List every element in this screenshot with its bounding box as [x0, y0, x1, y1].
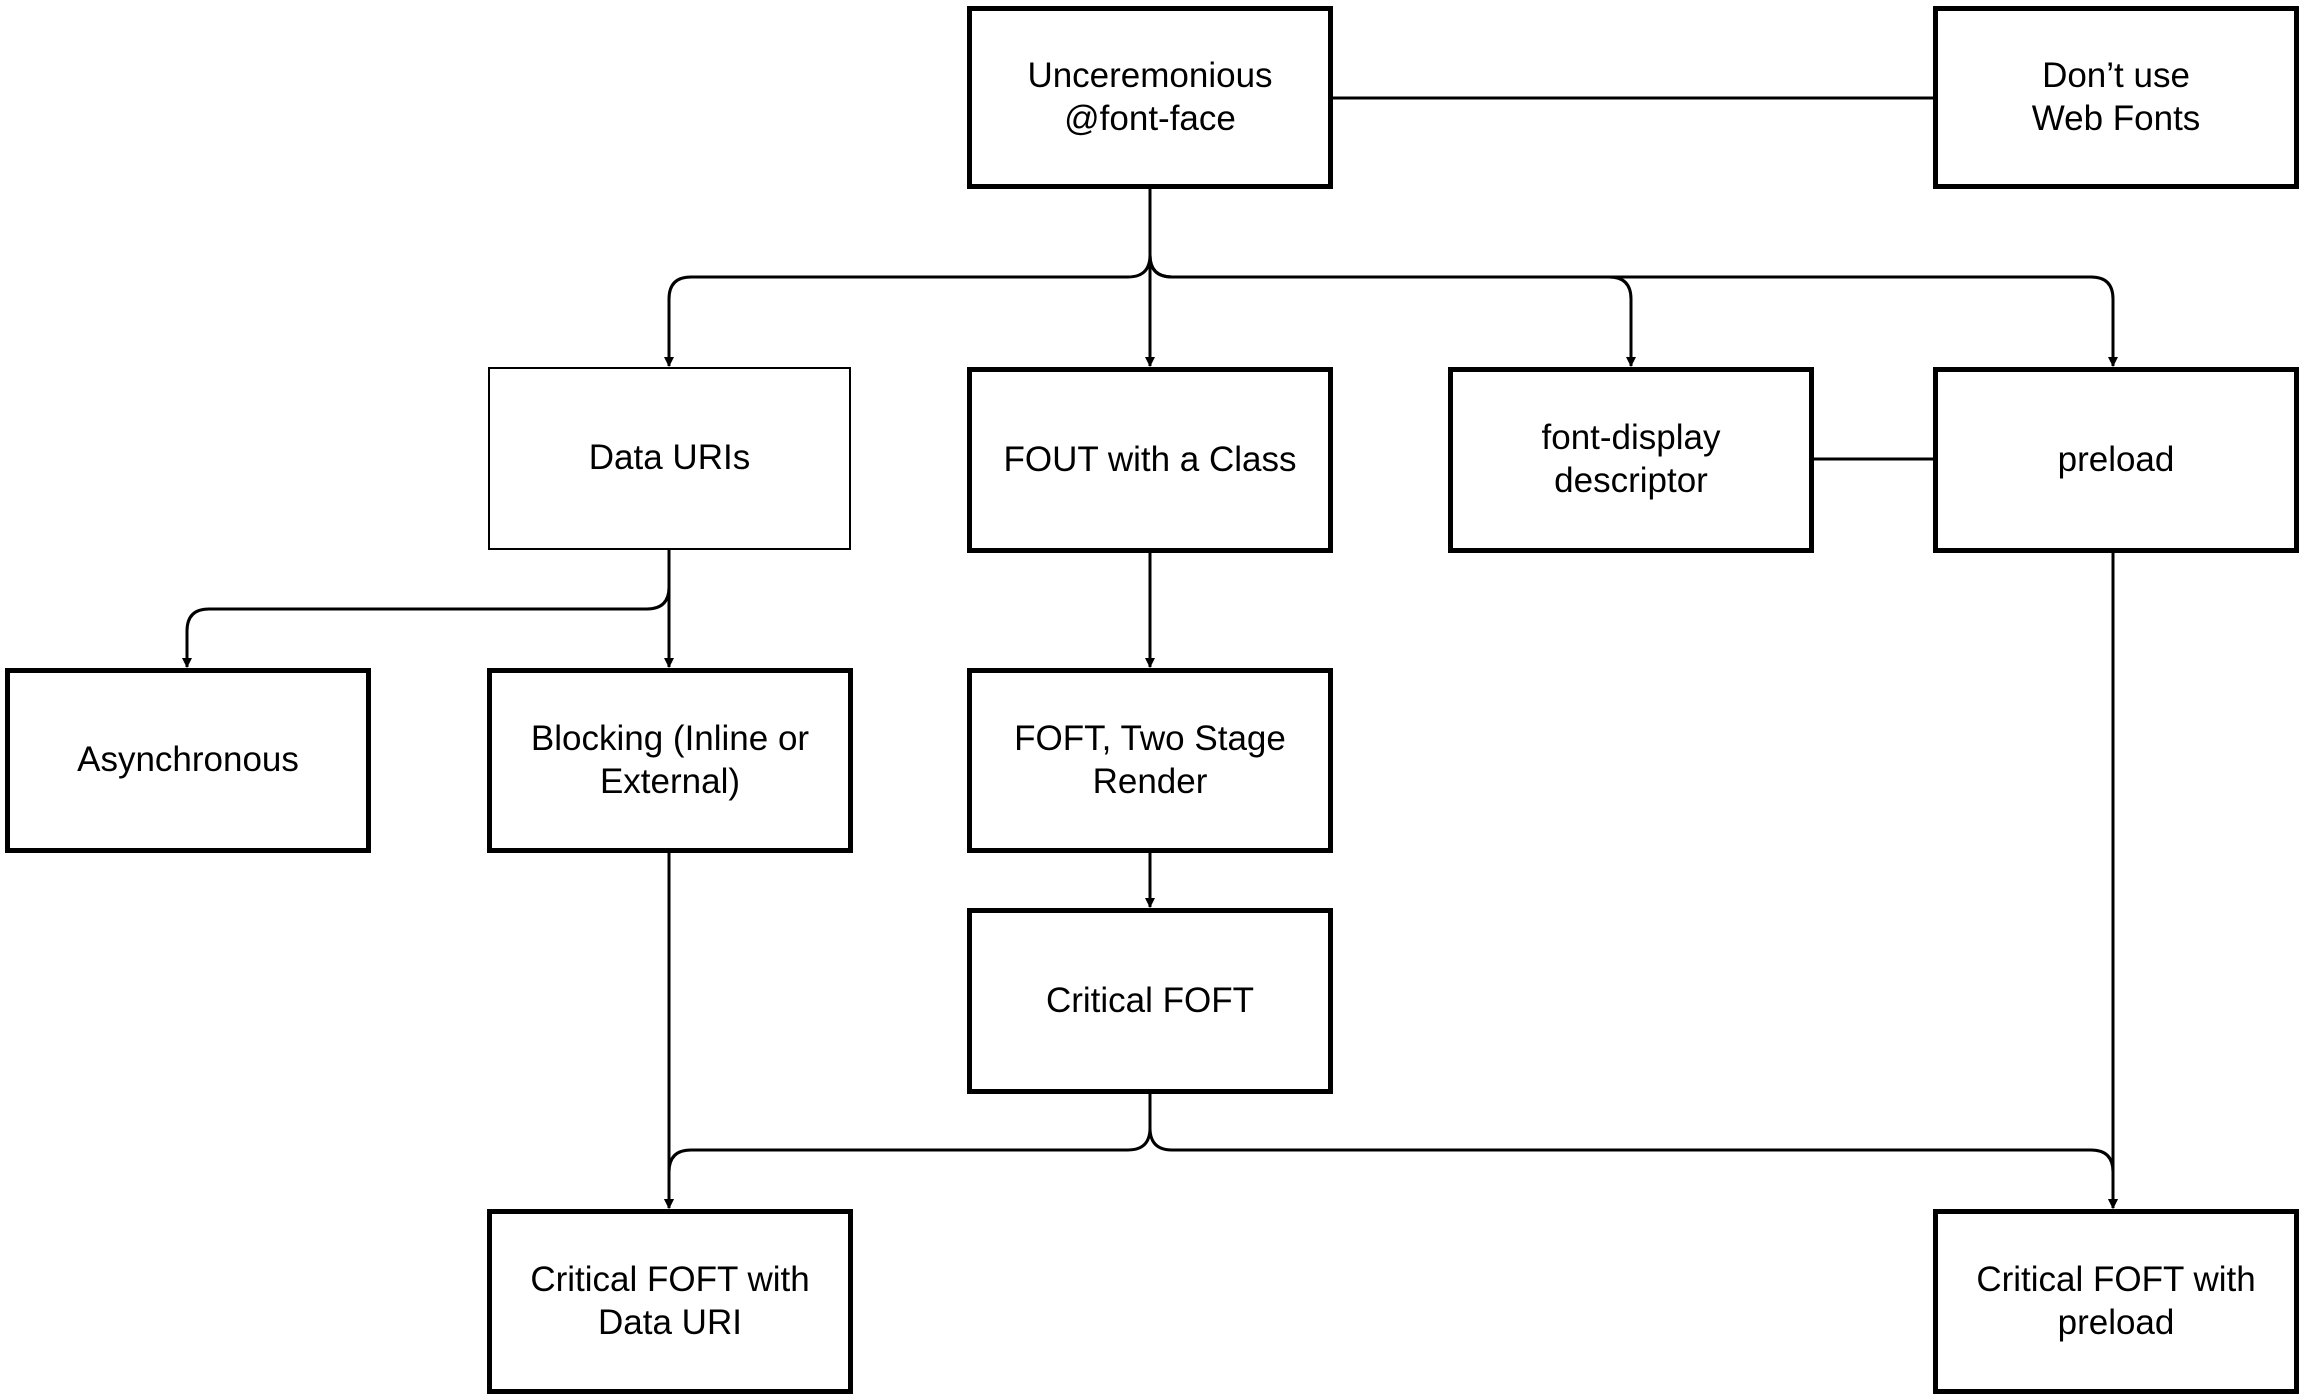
- node-label: Critical FOFT: [1045, 980, 1255, 1020]
- node-label: Unceremonious @font-face: [1027, 55, 1273, 138]
- node-fout-with-a-class: FOUT with a Class: [967, 367, 1333, 553]
- node-label: Asynchronous: [77, 740, 299, 780]
- node-asynchronous: Asynchronous: [5, 668, 371, 853]
- node-label: Data URIs: [588, 438, 751, 478]
- node-foft-two-stage-render: FOFT, Two Stage Render: [967, 668, 1333, 853]
- node-critical-foft: Critical FOFT: [967, 908, 1333, 1094]
- node-data-uris: Data URIs: [488, 367, 851, 550]
- node-critical-foft-with-preload: Critical FOFT with preload: [1933, 1209, 2299, 1394]
- node-label: Don’t use Web Fonts: [2031, 55, 2201, 138]
- node-label: FOFT, Two Stage Render: [1014, 718, 1286, 801]
- edge-critical-foft-to-critical-foft-data-uri: [664, 1093, 1152, 1209]
- node-blocking-inline-or-external: Blocking (Inline or External): [487, 668, 853, 853]
- node-critical-foft-with-data-uri: Critical FOFT with Data URI: [487, 1209, 853, 1394]
- node-preload: preload: [1933, 367, 2299, 553]
- node-label: Critical FOFT with preload: [1976, 1259, 2256, 1342]
- edge-unceremonious-to-preload: [1148, 188, 2118, 367]
- node-label: font-display descriptor: [1541, 418, 1721, 500]
- node-unceremonious-font-face: Unceremonious @font-face: [967, 6, 1333, 189]
- node-font-display-descriptor: font-display descriptor: [1448, 367, 1814, 553]
- node-label: Blocking (Inline or External): [530, 718, 810, 801]
- edge-critical-foft-to-critical-foft-preload: [1148, 1093, 2118, 1209]
- edge-unceremonious-to-data-uris: [664, 188, 1152, 367]
- node-label: FOUT with a Class: [1003, 439, 1297, 479]
- node-label: preload: [2057, 439, 2175, 479]
- node-dont-use-web-fonts: Don’t use Web Fonts: [1933, 6, 2299, 189]
- edge-data-uris-to-asynchronous: [182, 549, 671, 668]
- node-label: Critical FOFT with Data URI: [530, 1259, 810, 1342]
